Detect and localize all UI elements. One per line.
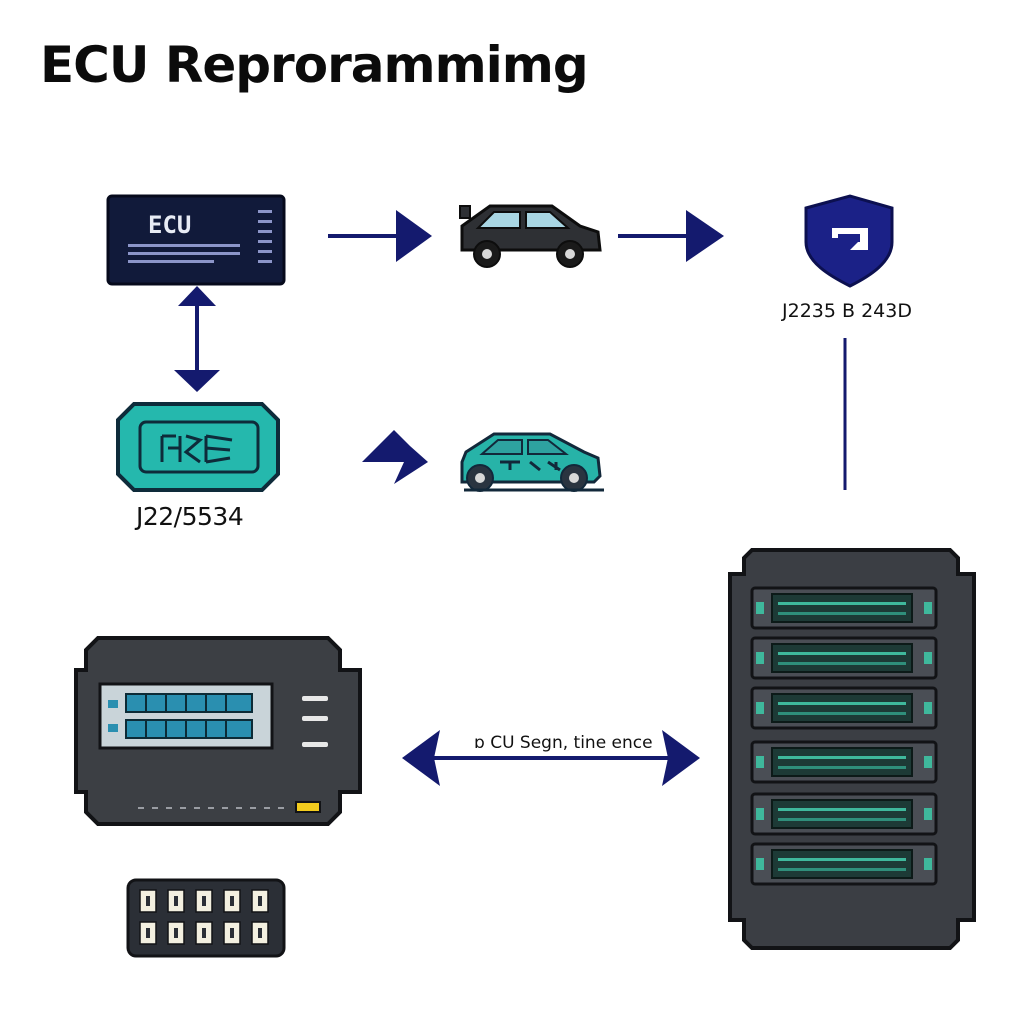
- programming-device-icon: [74, 636, 362, 826]
- link-label: ɒ CU Segn, tine ence: [474, 733, 653, 753]
- arrow-ecu-to-car: [328, 210, 432, 262]
- car-icon: [459, 204, 602, 268]
- ecu-module-icon: ECU: [106, 194, 286, 286]
- j2534-interface-icon: [116, 402, 280, 492]
- diagram-title: ECU Reprorammimg: [40, 36, 589, 94]
- server-drives: [750, 586, 938, 886]
- standard-label: J2235 B 243D: [782, 300, 912, 322]
- arrow-interface-to-vehicle: [362, 430, 428, 484]
- ecu-module-label: ECU: [148, 211, 191, 239]
- interface-label: J22/5534: [136, 502, 244, 531]
- arrow-car-to-shield: [618, 210, 724, 262]
- connector-icon: [126, 878, 286, 958]
- vehicle-icon: [460, 432, 604, 492]
- server-rack-icon: [728, 548, 976, 950]
- ecu-interface-double-arrow: [174, 286, 220, 392]
- device-server-double-arrow: [402, 730, 700, 786]
- shield-icon: [804, 194, 894, 288]
